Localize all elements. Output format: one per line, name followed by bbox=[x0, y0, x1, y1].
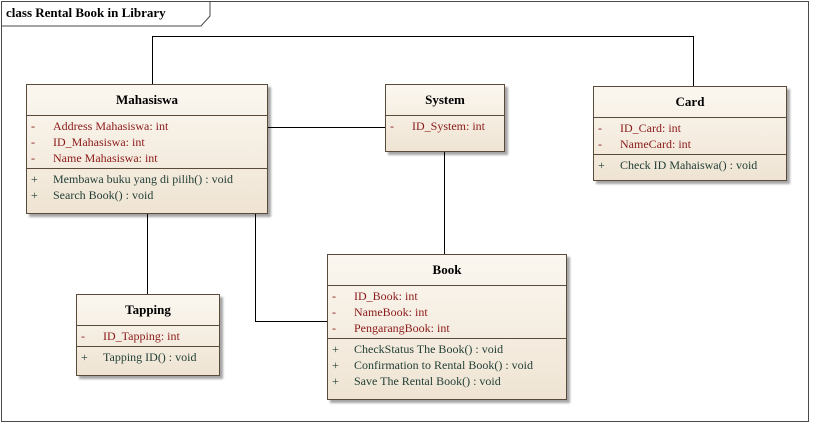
class-tapping-operations: + Tapping ID() : void bbox=[77, 347, 219, 367]
operation-row[interactable]: + Save The Rental Book() : void bbox=[328, 373, 566, 389]
attribute-row[interactable]: - Name Mahasiswa: int bbox=[27, 150, 267, 166]
class-card-operations: + Check ID Mahaiswa() : void bbox=[594, 155, 786, 175]
class-mahasiswa-name: Mahasiswa bbox=[27, 85, 267, 116]
operation-text: Confirmation to Rental Book() : void bbox=[354, 358, 533, 372]
class-book-name: Book bbox=[328, 255, 566, 286]
visibility-public: + bbox=[332, 358, 339, 372]
visibility-public: + bbox=[31, 172, 38, 186]
attribute-text: PengarangBook: int bbox=[354, 321, 450, 335]
class-book-attributes: - ID_Book: int - NameBook: int - Pengara… bbox=[328, 286, 566, 339]
attribute-row[interactable]: - Address Mahasiswa: int bbox=[27, 118, 267, 134]
attribute-text: ID_Mahasiswa: int bbox=[53, 135, 145, 149]
attribute-text: NameCard: int bbox=[620, 137, 691, 151]
attribute-row[interactable]: - ID_Mahasiswa: int bbox=[27, 134, 267, 150]
class-tapping-attributes: - ID_Tapping: int bbox=[77, 326, 219, 347]
visibility-public: + bbox=[332, 342, 339, 356]
visibility-public: + bbox=[598, 158, 605, 172]
visibility-public: + bbox=[332, 374, 339, 388]
attribute-text: Name Mahasiswa: int bbox=[53, 151, 158, 165]
association-mahasiswa-book[interactable] bbox=[255, 214, 328, 322]
visibility-public: + bbox=[31, 188, 38, 202]
class-book[interactable]: Book - ID_Book: int - NameBook: int - Pe… bbox=[327, 254, 567, 400]
operation-row[interactable]: + Tapping ID() : void bbox=[77, 349, 219, 365]
class-tapping[interactable]: Tapping - ID_Tapping: int + Tapping ID()… bbox=[76, 294, 220, 376]
visibility-public: + bbox=[81, 350, 88, 364]
class-book-operations: + CheckStatus The Book() : void + Confir… bbox=[328, 339, 566, 391]
class-system[interactable]: System - ID_System: int bbox=[385, 84, 505, 152]
visibility-private: - bbox=[598, 137, 602, 151]
operation-text: Search Book() : void bbox=[53, 188, 154, 202]
class-mahasiswa[interactable]: Mahasiswa - Address Mahasiswa: int - ID_… bbox=[26, 84, 268, 214]
operation-row[interactable]: + Check ID Mahaiswa() : void bbox=[594, 157, 786, 173]
attribute-text: NameBook: int bbox=[354, 305, 428, 319]
class-mahasiswa-operations: + Membawa buku yang di pilih() : void + … bbox=[27, 169, 267, 205]
attribute-row[interactable]: - ID_Card: int bbox=[594, 120, 786, 136]
attribute-row[interactable]: - NameBook: int bbox=[328, 304, 566, 320]
operation-text: Save The Rental Book() : void bbox=[354, 374, 501, 388]
class-card[interactable]: Card - ID_Card: int - NameCard: int + Ch… bbox=[593, 86, 787, 181]
class-system-name: System bbox=[386, 85, 504, 116]
operation-text: Check ID Mahaiswa() : void bbox=[620, 158, 758, 172]
class-card-name: Card bbox=[594, 87, 786, 118]
visibility-private: - bbox=[31, 151, 35, 165]
frame-tab bbox=[1, 1, 211, 27]
visibility-private: - bbox=[31, 119, 35, 133]
class-tapping-name: Tapping bbox=[77, 295, 219, 326]
attribute-text: ID_Tapping: int bbox=[103, 329, 180, 343]
visibility-private: - bbox=[332, 289, 336, 303]
operation-text: CheckStatus The Book() : void bbox=[354, 342, 504, 356]
operation-row[interactable]: + CheckStatus The Book() : void bbox=[328, 341, 566, 357]
attribute-text: Address Mahasiswa: int bbox=[53, 119, 169, 133]
attribute-row[interactable]: - ID_System: int bbox=[386, 118, 504, 134]
class-system-attributes: - ID_System: int bbox=[386, 116, 504, 136]
attribute-text: ID_System: int bbox=[412, 119, 486, 133]
attribute-text: ID_Card: int bbox=[620, 121, 681, 135]
class-card-attributes: - ID_Card: int - NameCard: int bbox=[594, 118, 786, 155]
visibility-private: - bbox=[390, 119, 394, 133]
visibility-private: - bbox=[81, 329, 85, 343]
attribute-row[interactable]: - ID_Book: int bbox=[328, 288, 566, 304]
attribute-row[interactable]: - NameCard: int bbox=[594, 136, 786, 152]
diagram-title: class Rental Book in Library bbox=[6, 5, 166, 20]
visibility-private: - bbox=[332, 321, 336, 335]
operation-row[interactable]: + Search Book() : void bbox=[27, 187, 267, 203]
operation-text: Membawa buku yang di pilih() : void bbox=[53, 172, 233, 186]
visibility-private: - bbox=[332, 305, 336, 319]
association-mahasiswa-card[interactable] bbox=[152, 36, 694, 87]
attribute-text: ID_Book: int bbox=[354, 289, 418, 303]
attribute-row[interactable]: - ID_Tapping: int bbox=[77, 328, 219, 344]
visibility-private: - bbox=[598, 121, 602, 135]
operation-text: Tapping ID() : void bbox=[103, 350, 197, 364]
visibility-private: - bbox=[31, 135, 35, 149]
operation-row[interactable]: + Confirmation to Rental Book() : void bbox=[328, 357, 566, 373]
attribute-row[interactable]: - PengarangBook: int bbox=[328, 320, 566, 336]
operation-row[interactable]: + Membawa buku yang di pilih() : void bbox=[27, 171, 267, 187]
class-mahasiswa-attributes: - Address Mahasiswa: int - ID_Mahasiswa:… bbox=[27, 116, 267, 169]
